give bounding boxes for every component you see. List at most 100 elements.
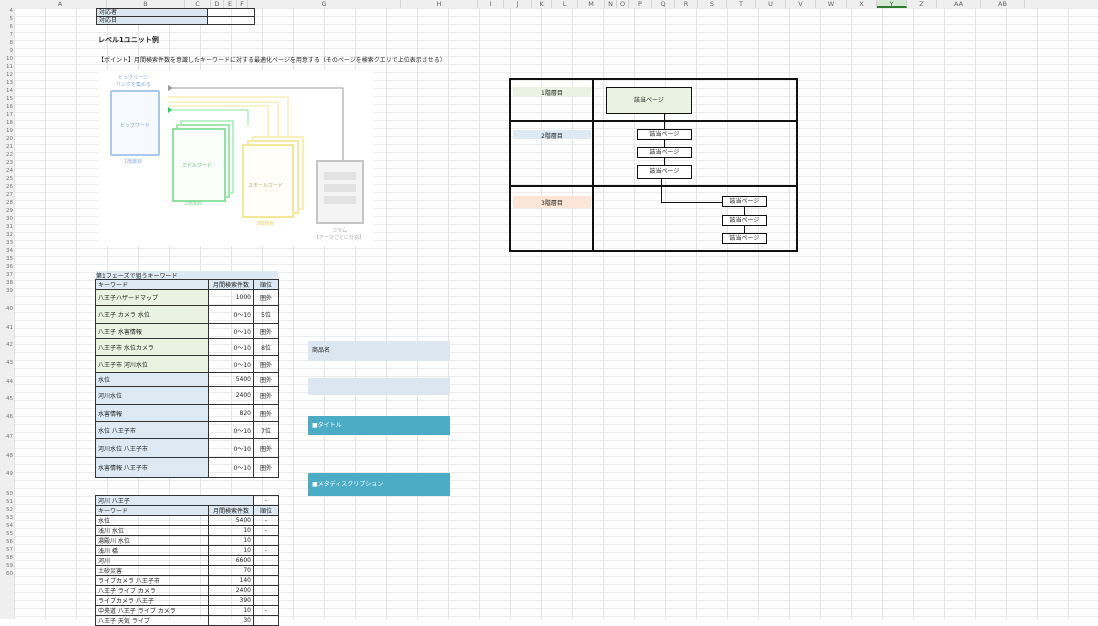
row-header-60[interactable]: 60: [6, 571, 13, 577]
kw2-cell[interactable]: [253, 595, 279, 606]
row-header-16[interactable]: 16: [6, 104, 13, 110]
shop-name-value-cell[interactable]: [308, 378, 450, 395]
row-header-33[interactable]: 33: [6, 240, 13, 246]
row-header-58[interactable]: 58: [6, 555, 13, 561]
row-header-5[interactable]: 5: [9, 16, 14, 22]
column-header-v[interactable]: V: [786, 0, 816, 8]
kw1-cell[interactable]: 820: [208, 404, 254, 422]
row-header-19[interactable]: 19: [6, 128, 13, 134]
tree-node-level2-2[interactable]: 該当ページ: [637, 147, 692, 158]
row-header-50[interactable]: 50: [6, 491, 13, 497]
row-header-41[interactable]: 41: [6, 325, 13, 331]
tree-node-level1[interactable]: 該当ページ: [606, 87, 692, 114]
row-header-25[interactable]: 25: [6, 176, 13, 182]
column-header-t[interactable]: T: [727, 0, 756, 8]
row-header-18[interactable]: 18: [6, 120, 13, 126]
kw2-cell[interactable]: [253, 565, 279, 576]
kw2-cell[interactable]: 八王子 ライブ カメラ: [95, 585, 209, 596]
kw2-header-cell[interactable]: 月間検索件数: [208, 505, 254, 516]
row-header-8[interactable]: 8: [9, 40, 14, 46]
row-header-15[interactable]: 15: [6, 96, 13, 102]
row-header-46[interactable]: 46: [6, 414, 13, 420]
column-header-m[interactable]: M: [578, 0, 605, 8]
kw2-cell[interactable]: 河川: [95, 555, 209, 566]
kw2-header-cell[interactable]: キーワード: [95, 505, 209, 516]
kw2-cell[interactable]: 30: [208, 615, 254, 626]
row-header-59[interactable]: 59: [6, 563, 13, 569]
kw2-cell[interactable]: 中央道 八王子 ライブ カメラ: [95, 605, 209, 616]
kw1-cell[interactable]: 圏外: [253, 457, 279, 478]
meta-header-cell[interactable]: ■メタディスクリプション: [308, 473, 450, 496]
kw2-cell[interactable]: 10: [208, 535, 254, 546]
kw2-cell[interactable]: 10: [208, 545, 254, 556]
kw2-cell[interactable]: 土砂災害: [95, 565, 209, 576]
kw2-cell[interactable]: 140: [208, 575, 254, 586]
tree-node-level2-3[interactable]: 該当ページ: [637, 165, 692, 179]
row-header-56[interactable]: 56: [6, 539, 13, 545]
date-label-cell[interactable]: 対応日: [96, 16, 208, 25]
row-header-12[interactable]: 12: [6, 72, 13, 78]
row-header-14[interactable]: 14: [6, 88, 13, 94]
column-header-aa[interactable]: AA: [937, 0, 981, 8]
row-header-34[interactable]: 34: [6, 248, 13, 254]
row-header-37[interactable]: 37: [6, 272, 13, 278]
column-header-r[interactable]: R: [675, 0, 698, 8]
kw1-cell[interactable]: 八王子 カメラ 水位: [95, 305, 209, 324]
row-header-6[interactable]: 6: [9, 24, 14, 30]
kw2-cell[interactable]: [253, 615, 279, 626]
column-header-p[interactable]: P: [629, 0, 652, 8]
kw2-cell[interactable]: 10: [208, 525, 254, 536]
row-header-4[interactable]: 4: [9, 8, 14, 14]
kw1-cell[interactable]: 圏外: [253, 323, 279, 339]
tree-node-level3-3[interactable]: 該当ページ: [722, 233, 767, 244]
row-header-40[interactable]: 40: [6, 306, 13, 312]
title-header-cell[interactable]: ■タイトル: [308, 416, 450, 435]
column-header-l[interactable]: L: [552, 0, 578, 8]
kw1-header-cell[interactable]: 順位: [253, 279, 279, 290]
kw1-cell[interactable]: 0～10: [208, 421, 254, 439]
row-header-21[interactable]: 21: [6, 144, 13, 150]
column-header-s[interactable]: S: [698, 0, 727, 8]
kw1-cell[interactable]: 八王子市 河川水位: [95, 355, 209, 373]
row-header-32[interactable]: 32: [6, 232, 13, 238]
kw1-cell[interactable]: 5400: [208, 372, 254, 387]
kw1-cell[interactable]: 水害情報 八王子市: [95, 457, 209, 478]
kw1-cell[interactable]: 0～10: [208, 323, 254, 339]
column-header-o[interactable]: O: [617, 0, 629, 8]
row-header-24[interactable]: 24: [6, 168, 13, 174]
row-header-38[interactable]: 38: [6, 280, 13, 286]
kw1-cell[interactable]: 水位: [95, 372, 209, 387]
row-header-22[interactable]: 22: [6, 152, 13, 158]
kw1-cell[interactable]: 圏外: [253, 355, 279, 373]
kw2-cell[interactable]: 70: [208, 565, 254, 576]
kw1-cell[interactable]: 圏外: [253, 386, 279, 405]
kw1-cell[interactable]: 八王子 水害情報: [95, 323, 209, 339]
row-header-9[interactable]: 9: [9, 48, 14, 54]
kw2-cell[interactable]: 390: [208, 595, 254, 606]
date-value-cell[interactable]: [207, 16, 255, 25]
column-header-w[interactable]: W: [816, 0, 847, 8]
column-header-h[interactable]: H: [401, 0, 478, 8]
kw2-cell[interactable]: ライブカメラ 八王子市: [95, 575, 209, 586]
column-header-f[interactable]: F: [237, 0, 248, 8]
row-header-43[interactable]: 43: [6, 360, 13, 366]
kw2-cell[interactable]: 10: [208, 605, 254, 616]
kw1-cell[interactable]: 圏外: [253, 372, 279, 387]
column-header-u[interactable]: U: [756, 0, 786, 8]
kw1-cell[interactable]: 0～10: [208, 305, 254, 324]
row-header-17[interactable]: 17: [6, 112, 13, 118]
kw2-cell[interactable]: [253, 555, 279, 566]
kw2-cell[interactable]: [253, 535, 279, 546]
kw1-cell[interactable]: 7位: [253, 421, 279, 439]
kw1-cell[interactable]: 圏外: [253, 289, 279, 306]
row-header-26[interactable]: 26: [6, 184, 13, 190]
row-header-47[interactable]: 47: [6, 434, 13, 440]
kw2-cell[interactable]: 2400: [208, 585, 254, 596]
column-header-i[interactable]: I: [478, 0, 504, 8]
kw2-cell[interactable]: 湯殿川 水位: [95, 535, 209, 546]
column-header-c[interactable]: C: [185, 0, 211, 8]
row-header-55[interactable]: 55: [6, 531, 13, 537]
kw1-cell[interactable]: 河川水位: [95, 386, 209, 405]
column-header-d[interactable]: D: [211, 0, 224, 8]
kw2-cell[interactable]: 八王子 天気 ライブ: [95, 615, 209, 626]
